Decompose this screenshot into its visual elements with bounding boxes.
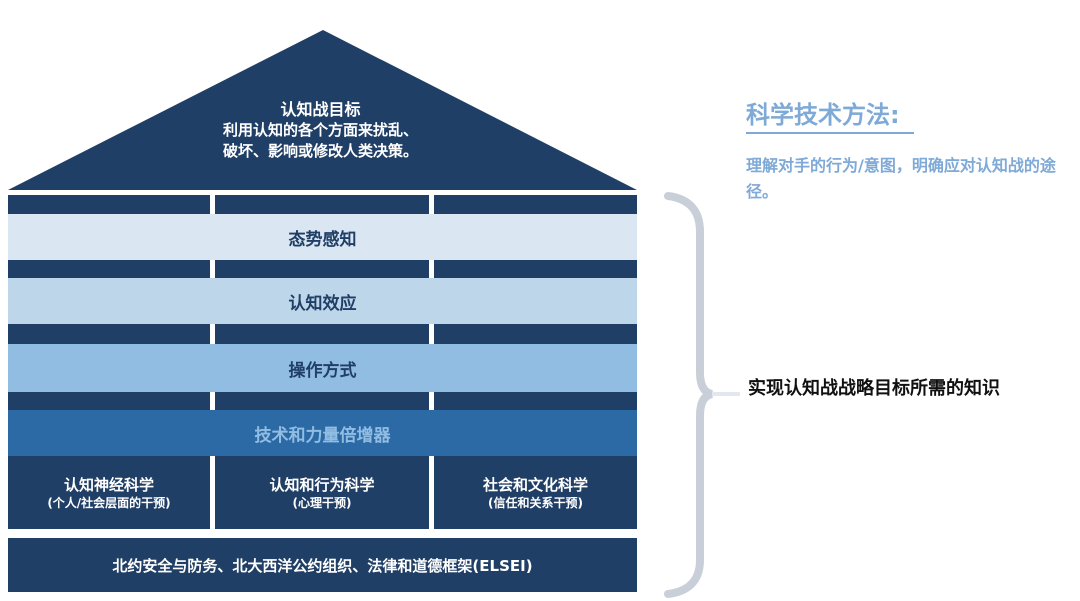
side-description: 理解对手的行为/意图，明确应对认知战的途径。 bbox=[746, 156, 1056, 201]
pillar-cognitive-neuroscience: 认知神经科学 (个人/社会层面的干预) bbox=[8, 458, 210, 529]
roof-text-group: 认知战目标 利用认知的各个方面来扰乱、 破坏、影响或修改人类决策。 bbox=[168, 100, 473, 162]
layer-technology-force-multipliers: 技术和力量倍增器 bbox=[8, 410, 637, 456]
pillar-subtitle: (个人/社会层面的干预) bbox=[47, 496, 171, 510]
layer-label: 认知效应 bbox=[288, 293, 357, 314]
foundation-base: 北约安全与防务、北大西洋公约组织、法律和道德框架(ELSEI) bbox=[8, 538, 637, 592]
pillar-subtitle: (信任和关系干预) bbox=[488, 496, 583, 510]
side-title: 科学技术方法: bbox=[746, 98, 914, 134]
layer-situational-awareness: 态势感知 bbox=[8, 214, 637, 260]
pillar-title: 认知神经科学 bbox=[63, 476, 154, 494]
layer-label: 技术和力量倍增器 bbox=[254, 425, 391, 446]
column-gap-1 bbox=[210, 195, 215, 458]
layer-label: 态势感知 bbox=[288, 229, 357, 250]
pillar-title: 社会和文化科学 bbox=[482, 476, 588, 494]
layer-label: 操作方式 bbox=[288, 360, 357, 381]
roof-line-2: 破坏、影响或修改人类决策。 bbox=[222, 142, 418, 160]
layer-modes-of-operation: 操作方式 bbox=[8, 344, 637, 392]
pillar-cognitive-behavioral-science: 认知和行为科学 (心理干预) bbox=[215, 458, 429, 529]
foundation-label: 北约安全与防务、北大西洋公约组织、法律和道德框架(ELSEI) bbox=[112, 556, 533, 575]
pillar-title: 认知和行为科学 bbox=[269, 476, 375, 494]
column-gap-2 bbox=[429, 195, 434, 458]
brace-bracket bbox=[664, 192, 714, 598]
pillar-social-cultural-science: 社会和文化科学 (信任和关系干预) bbox=[434, 458, 637, 529]
roof-title: 认知战目标 bbox=[280, 100, 361, 119]
pillar-subtitle: (心理干预) bbox=[292, 496, 352, 510]
roof-line-1: 利用认知的各个方面来扰乱、 bbox=[222, 121, 418, 139]
layer-cognitive-effects: 认知效应 bbox=[8, 278, 637, 324]
knowledge-label: 实现认知战战略目标所需的知识 bbox=[748, 378, 1000, 399]
